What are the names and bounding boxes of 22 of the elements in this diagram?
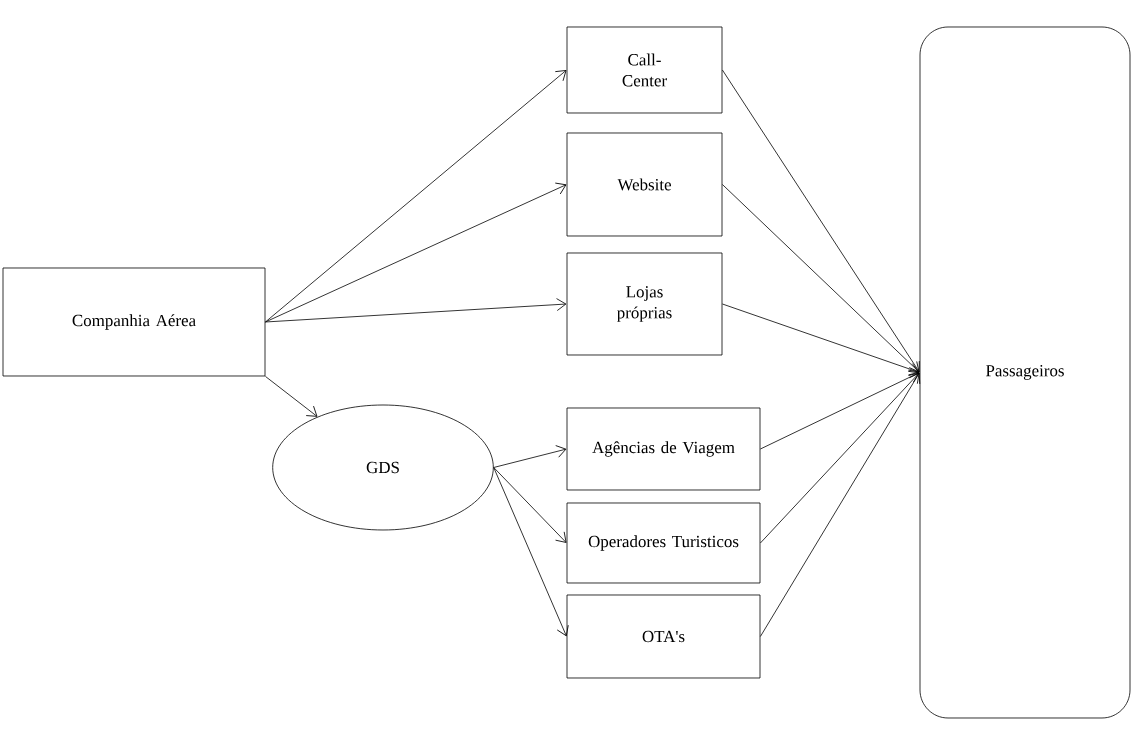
process-box: Operadores Turisticos [566,502,761,584]
process-box: OTA's [566,594,761,679]
arrow [722,69,920,373]
process-box: Website [566,132,723,237]
arrow [265,376,318,417]
rounded-box: Passageiros [919,26,1131,719]
arrow [493,445,567,468]
process-box: Companhia Aérea [2,267,266,377]
arrow [265,298,567,323]
process-box: Call-Center [566,26,723,114]
arrow [265,182,567,323]
arrow [722,184,920,373]
arrow [722,303,920,376]
arrow [760,372,920,544]
process-box: Lojas próprias [566,252,723,356]
arrow [760,372,921,637]
process-box: Agências de Viagem [566,407,761,491]
arrow [493,467,569,637]
arrow [760,370,920,450]
ellipse-node: GDS [272,404,494,531]
arrow [265,70,567,323]
arrow [493,467,567,543]
